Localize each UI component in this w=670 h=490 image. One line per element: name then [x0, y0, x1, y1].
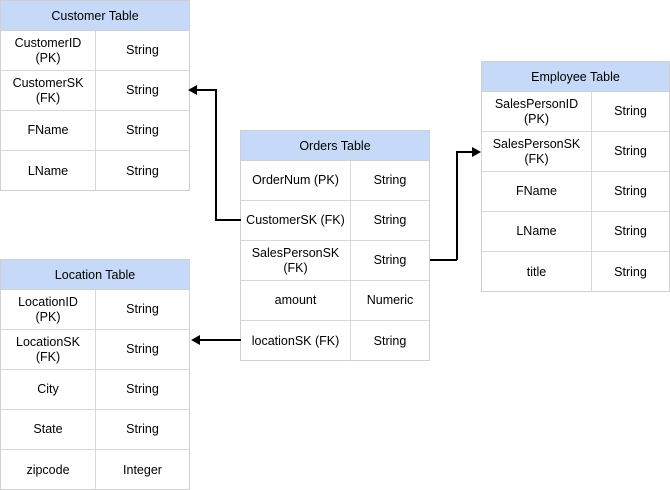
field-type: String [373, 173, 407, 188]
connector-orders-employee-segment-top [456, 151, 473, 153]
field-name: title [482, 252, 592, 292]
table-row[interactable]: locationSK (FK) String [241, 321, 429, 361]
connector-orders-location-segment [199, 339, 241, 341]
table-row[interactable]: State String [1, 410, 189, 450]
field-name: LocationID (PK) [1, 290, 96, 329]
field-type: String [126, 342, 159, 357]
field-type: String [614, 184, 647, 199]
arrowhead-to-employee-icon [472, 147, 481, 157]
field-name: locationSK (FK) [241, 321, 351, 361]
arrowhead-to-location-icon [191, 335, 200, 345]
orders-table[interactable]: Orders Table OrderNum (PK) String Custom… [240, 130, 430, 361]
table-row[interactable]: LocationID (PK) String [1, 290, 189, 330]
field-name: LName [482, 212, 592, 251]
field-type: String [373, 253, 407, 268]
connector-orders-customer-segment-bottom [215, 219, 241, 221]
table-row[interactable]: LocationSK (FK) String [1, 330, 189, 370]
table-row[interactable]: title String [482, 252, 669, 292]
field-type: String [126, 163, 159, 178]
field-name: City [1, 370, 96, 409]
location-table[interactable]: Location Table LocationID (PK) String Lo… [0, 259, 190, 490]
field-name: SalesPersonID (PK) [482, 92, 592, 131]
field-name: OrderNum (PK) [241, 161, 351, 200]
field-type: String [373, 213, 407, 228]
connector-orders-customer-segment-top [196, 89, 216, 91]
field-type: Integer [123, 462, 162, 477]
field-type: String [614, 264, 647, 279]
field-type: String [373, 333, 407, 348]
connector-orders-employee-segment-bottom [430, 259, 457, 261]
connector-orders-customer-segment-vertical [215, 89, 217, 220]
field-name: LName [1, 151, 96, 191]
customer-table-title: Customer Table [1, 1, 189, 31]
field-name: zipcode [1, 450, 96, 490]
table-row[interactable]: zipcode Integer [1, 450, 189, 490]
table-row[interactable]: CustomerSK (FK) String [241, 201, 429, 241]
table-row[interactable]: SalesPersonID (PK) String [482, 92, 669, 132]
field-name: CustomerSK (FK) [241, 201, 351, 240]
field-type: String [614, 144, 647, 159]
table-row[interactable]: LName String [1, 151, 189, 191]
customer-table[interactable]: Customer Table CustomerID (PK) String Cu… [0, 0, 190, 191]
table-row[interactable]: CustomerID (PK) String [1, 31, 189, 71]
field-type: String [126, 83, 159, 98]
table-row[interactable]: OrderNum (PK) String [241, 161, 429, 201]
field-name: FName [482, 172, 592, 211]
table-row[interactable]: SalesPersonSK (FK) String [482, 132, 669, 172]
field-type: String [126, 302, 159, 317]
location-table-title: Location Table [1, 260, 189, 290]
table-row[interactable]: SalesPersonSK (FK) String [241, 241, 429, 281]
field-type: String [614, 104, 647, 119]
field-name: amount [241, 281, 351, 320]
field-type: String [614, 224, 647, 239]
field-name: FName [1, 111, 96, 150]
field-name: SalesPersonSK (FK) [482, 132, 592, 171]
table-row[interactable]: City String [1, 370, 189, 410]
field-type: String [126, 382, 159, 397]
table-row[interactable]: FName String [482, 172, 669, 212]
field-type: String [126, 123, 159, 138]
field-type: String [126, 43, 159, 58]
orders-table-title: Orders Table [241, 131, 429, 161]
field-type: Numeric [366, 293, 414, 308]
employee-table-title: Employee Table [482, 62, 669, 92]
field-name: State [1, 410, 96, 449]
field-name: LocationSK (FK) [1, 330, 96, 369]
field-name: SalesPersonSK (FK) [241, 241, 351, 280]
employee-table[interactable]: Employee Table SalesPersonID (PK) String… [481, 61, 670, 292]
table-row[interactable]: FName String [1, 111, 189, 151]
table-row[interactable]: CustomerSK (FK) String [1, 71, 189, 111]
field-name: CustomerSK (FK) [1, 71, 96, 110]
table-row[interactable]: amount Numeric [241, 281, 429, 321]
table-row[interactable]: LName String [482, 212, 669, 252]
arrowhead-to-customer-icon [188, 85, 197, 95]
connector-orders-employee-segment-vertical [456, 151, 458, 260]
field-type: String [126, 422, 159, 437]
field-name: CustomerID (PK) [1, 31, 96, 70]
